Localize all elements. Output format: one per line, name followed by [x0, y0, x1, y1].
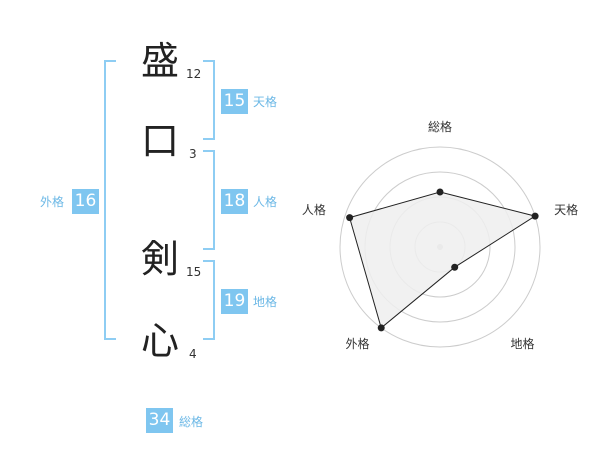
stroke-count-2: 3 [189, 147, 197, 161]
jinkaku-value-badge: 18 [221, 189, 248, 214]
chikaku-label: 地格 [253, 295, 278, 309]
tenkaku-bracket [203, 60, 215, 140]
radar-axis-label: 外格 [345, 336, 369, 351]
stroke-count-1: 12 [186, 67, 202, 81]
radar-axis-label: 天格 [554, 202, 578, 217]
tenkaku-label: 天格 [253, 95, 278, 109]
radar-data-point-3 [451, 263, 459, 271]
name-char-1: 盛 [140, 39, 179, 83]
name-char-2: 口 [140, 119, 179, 163]
radar-data-point-5 [346, 214, 354, 222]
stroke-count-4: 4 [189, 347, 197, 361]
name-char-3: 剣 [140, 237, 179, 281]
radar-axis-label: 地格 [511, 336, 535, 351]
stroke-count-3: 15 [186, 265, 202, 279]
gaikaku-label: 外格 [40, 195, 65, 209]
jinkaku-label: 人格 [253, 195, 278, 209]
radar-data-point-4 [377, 324, 385, 332]
soukaku-label: 総格 [179, 415, 204, 429]
chikaku-value-badge: 19 [221, 289, 248, 314]
gaikaku-value-badge: 16 [72, 189, 99, 214]
soukaku-value-badge: 34 [146, 408, 173, 433]
name-char-4: 心 [140, 319, 179, 363]
radar-data-point-1 [436, 188, 444, 196]
chikaku-bracket [203, 260, 215, 340]
radar-data-area [348, 191, 537, 329]
radar-grid-ring [339, 146, 541, 348]
radar-axis-label: 総格 [428, 119, 452, 134]
gaikaku-bracket [104, 60, 116, 340]
tenkaku-value-badge: 15 [221, 89, 248, 114]
radar-axis-label: 人格 [302, 202, 326, 217]
radar-data-point-2 [531, 212, 539, 220]
jinkaku-bracket [203, 150, 215, 250]
